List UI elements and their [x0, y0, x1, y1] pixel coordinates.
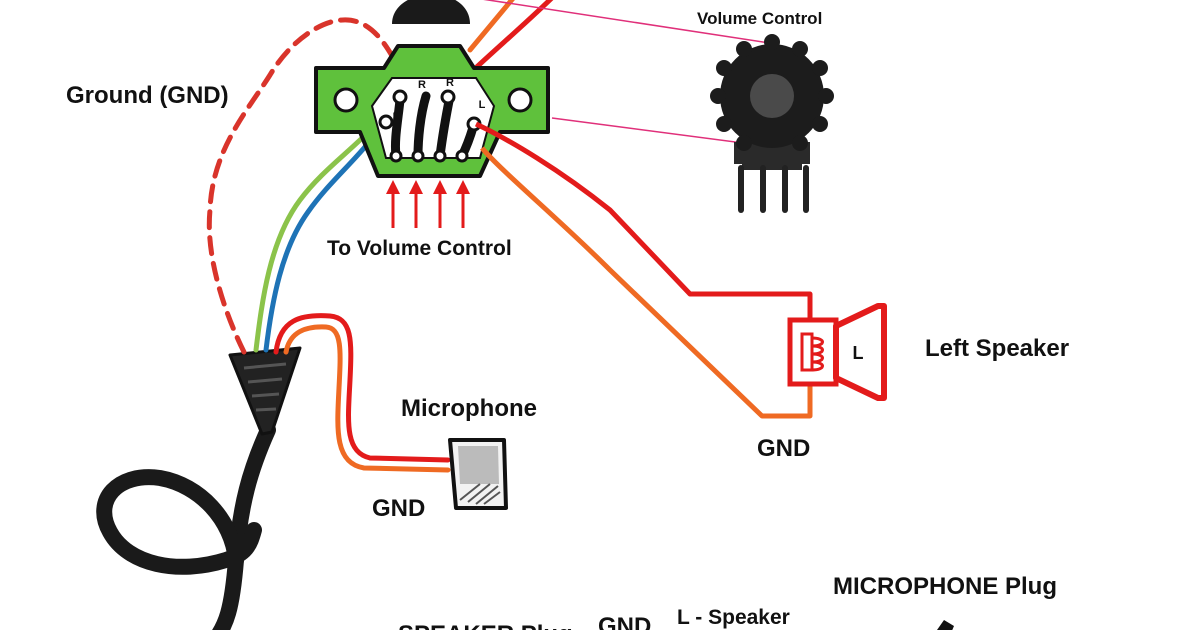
- volume-control-label: Volume Control: [697, 9, 822, 28]
- arrow-up-icon-3: [433, 180, 447, 228]
- microphone-plug-label: MICROPHONE Plug: [833, 573, 1057, 600]
- wire-top-orange: [467, 0, 515, 53]
- wire-blue: [263, 119, 387, 353]
- cable-plug-icon: [228, 346, 302, 436]
- ground-dashed-wire: [206, 17, 408, 355]
- to-volume-control-label: To Volume Control: [327, 237, 512, 260]
- wire-mic-red: [273, 313, 451, 463]
- left-speaker-label: Left Speaker: [925, 335, 1069, 362]
- gnd-speaker-label: GND: [757, 435, 810, 462]
- pointer-line-bottom: [551, 117, 767, 147]
- l-speaker-label: L - Speaker: [677, 606, 790, 629]
- mount-hole-right: [507, 87, 533, 113]
- speaker-plug-label: SPEAKER Plug: [398, 621, 573, 630]
- wire-speaker-red: [474, 121, 813, 320]
- wire-mic-orange: [283, 324, 451, 473]
- speaker-icon: L: [787, 303, 887, 401]
- arrow-up-icon-2: [409, 180, 423, 228]
- potentiometer-icon: [710, 34, 834, 213]
- cable-coil: [96, 422, 276, 630]
- microphone-label: Microphone: [401, 395, 537, 422]
- pin-label-4: L: [479, 99, 486, 111]
- arrow-up-icon-4: [456, 180, 470, 228]
- pin-label-1: L: [393, 111, 400, 123]
- arrow-up-icon-1: [386, 180, 400, 228]
- board-knob: [392, 0, 470, 24]
- pointer-line-top: [483, 0, 777, 45]
- pin-label-3: R: [446, 77, 454, 89]
- gnd-bottom-label: GND: [598, 613, 651, 630]
- ground-gnd-label: Ground (GND): [66, 82, 229, 109]
- mic-plug-peek: [937, 620, 954, 630]
- wire-speaker-orange: [480, 146, 813, 419]
- mount-hole-left: [333, 87, 359, 113]
- pin-label-2: R: [418, 79, 426, 91]
- gnd-microphone-label: GND: [372, 495, 425, 522]
- volume-board: L R R L: [314, 44, 550, 178]
- speaker-channel-label: L: [853, 343, 864, 363]
- microphone-icon: [448, 438, 508, 510]
- arrows-to-volume: [386, 180, 470, 228]
